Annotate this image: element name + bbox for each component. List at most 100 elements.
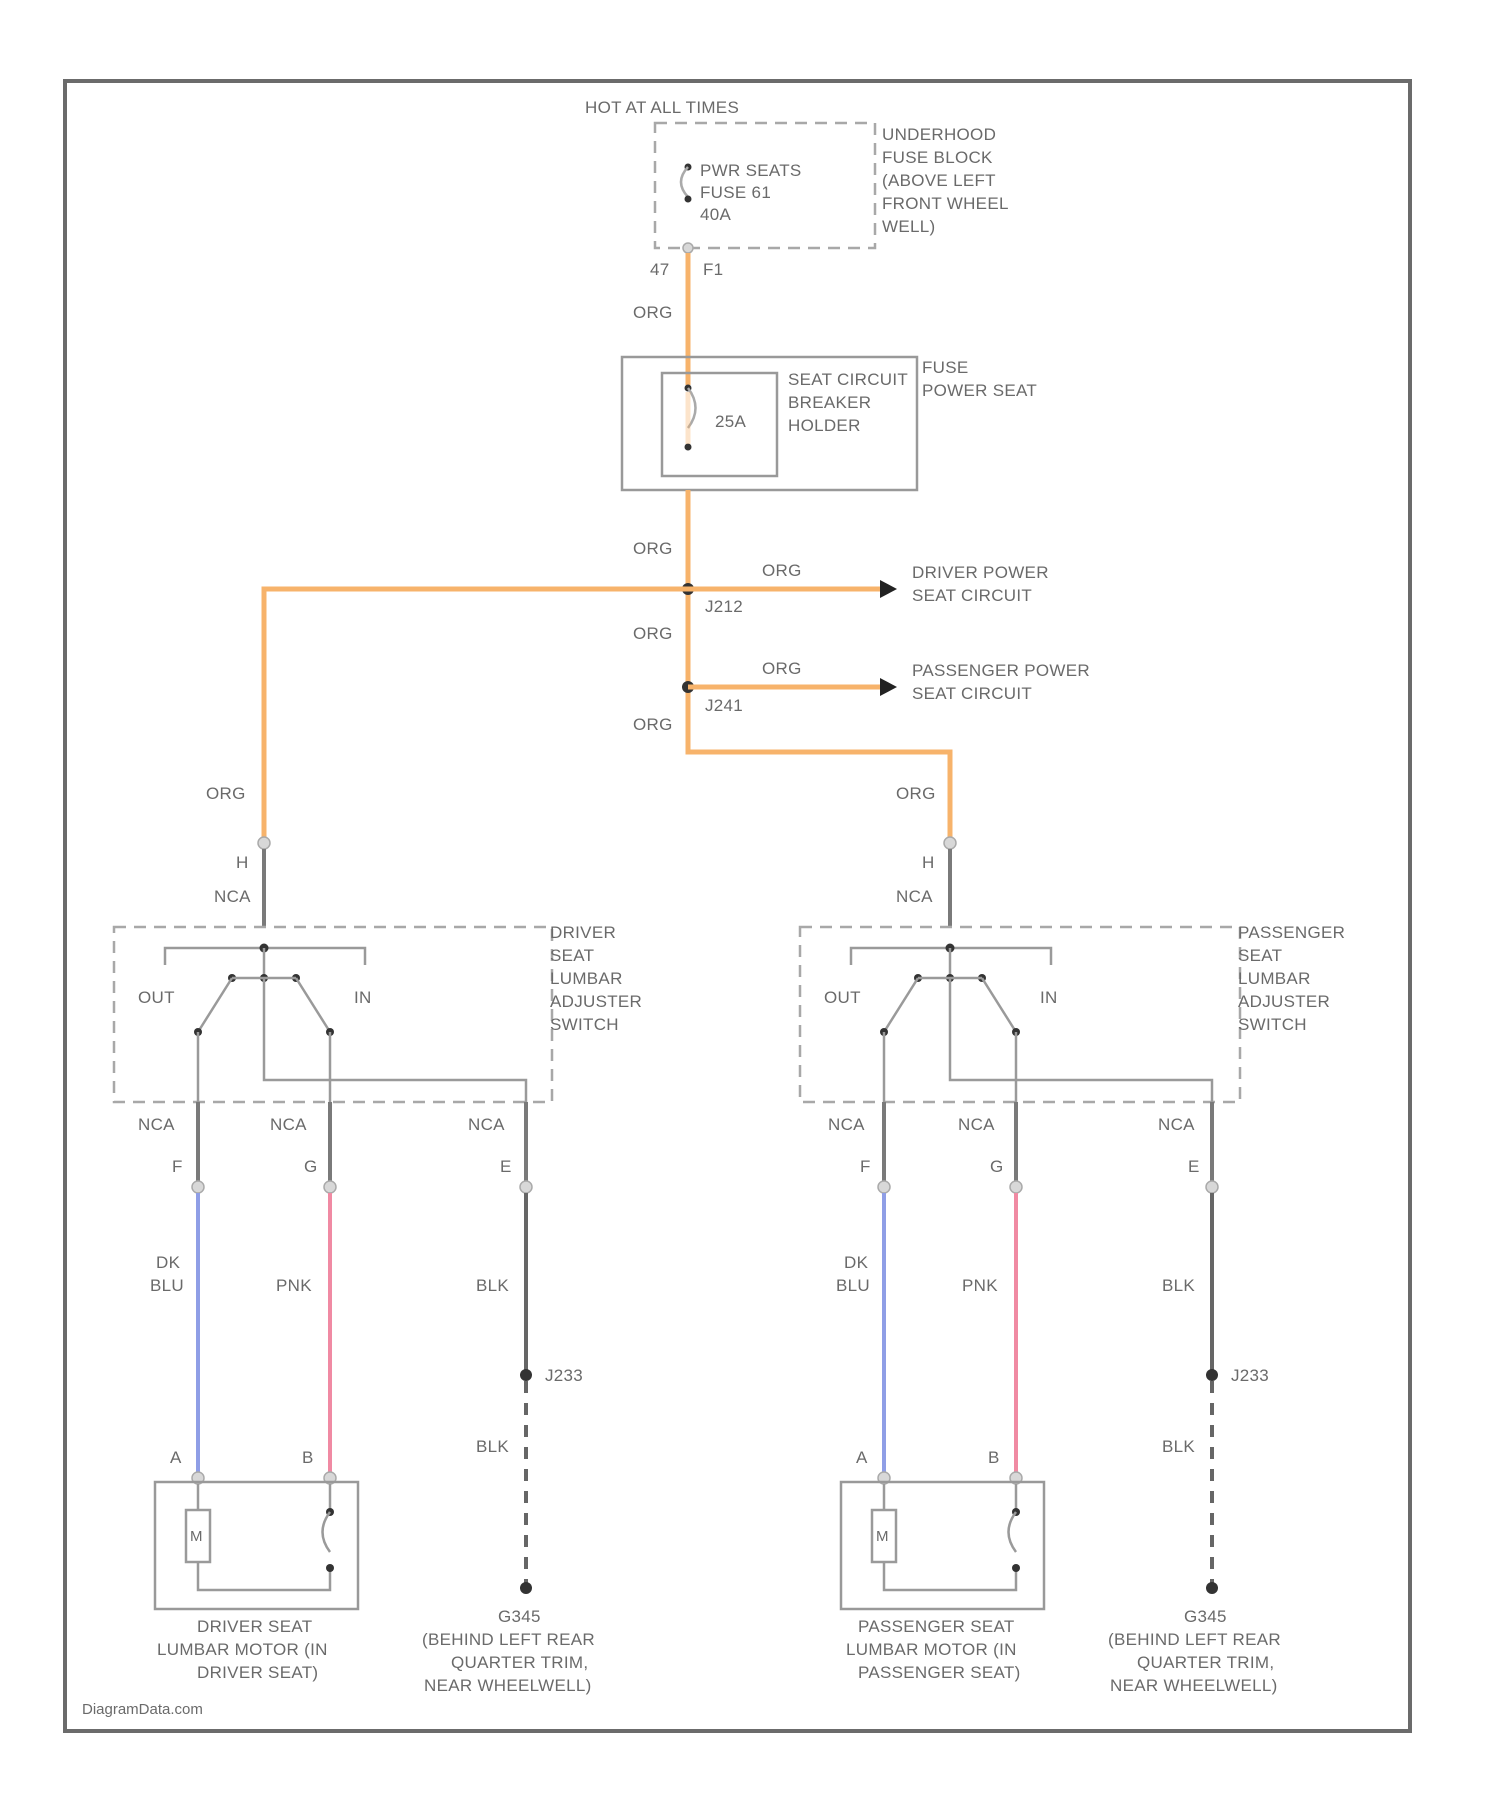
passenger-motor-label-2: LUMBAR MOTOR (IN (846, 1640, 1017, 1659)
driver-motor-m: M (190, 1528, 203, 1545)
passenger-pin-e: E (1188, 1157, 1200, 1176)
hot-at-all-times-label: HOT AT ALL TIMES (585, 98, 739, 117)
driver-ground-g345 (520, 1582, 532, 1594)
wire-color-org-5: ORG (762, 561, 802, 580)
driver-ground-label-1: G345 (498, 1607, 541, 1626)
passenger-switch-label-4: ADJUSTER (1238, 992, 1330, 1011)
driver-switch-label-2: SEAT (550, 946, 594, 965)
fuse-61 (681, 164, 692, 203)
passenger-wire-nca-g: NCA (958, 1115, 995, 1134)
passenger-circuit-label-1: PASSENGER POWER (912, 661, 1090, 680)
driver-motor-label-1: DRIVER SEAT (197, 1617, 312, 1636)
driver-wire-nca-1: NCA (214, 887, 251, 906)
passenger-wire-dk: DK (844, 1253, 869, 1272)
fuse-block-label-3: (ABOVE LEFT (882, 171, 996, 190)
splice-j212-label: J212 (705, 597, 743, 616)
fuse-name-line2: FUSE 61 (700, 183, 771, 202)
passenger-ground-label-3: QUARTER TRIM, (1137, 1653, 1274, 1672)
driver-wire-pnk: PNK (276, 1276, 312, 1295)
breaker-rating: 25A (715, 412, 747, 431)
passenger-pin-g: G (990, 1157, 1004, 1176)
passenger-switch-out: OUT (824, 988, 861, 1007)
fuse-block-label-5: WELL) (882, 217, 935, 236)
driver-switch-label-4: ADJUSTER (550, 992, 642, 1011)
breaker-side-label-1: FUSE (922, 358, 969, 377)
driver-switch-contacts (165, 944, 526, 1103)
driver-motor-label-3: DRIVER SEAT) (197, 1663, 318, 1682)
passenger-side: H NCA PASSENGER SEAT LUMBAR ADJUSTER SWI… (800, 837, 1345, 1695)
breaker-label-1: SEAT CIRCUIT (788, 370, 908, 389)
driver-splice-j233 (520, 1369, 532, 1381)
driver-motor-label-2: LUMBAR MOTOR (IN (157, 1640, 328, 1659)
driver-pin-g: G (304, 1157, 318, 1176)
driver-pin-e: E (500, 1157, 512, 1176)
passenger-splice-j233-label: J233 (1231, 1366, 1269, 1385)
breaker-side-label-2: POWER SEAT (922, 381, 1037, 400)
driver-wire-nca-f: NCA (138, 1115, 175, 1134)
passenger-wire-nca-1: NCA (896, 887, 933, 906)
driver-motor-symbol (186, 1484, 334, 1590)
wire-color-org-8: ORG (896, 784, 936, 803)
driver-pin-h: H (236, 853, 249, 872)
passenger-motor-label-3: PASSENGER SEAT) (858, 1663, 1021, 1682)
breaker-label-2: BREAKER (788, 393, 871, 412)
wire-color-org-1: ORG (633, 303, 673, 322)
driver-ground-label-2: (BEHIND LEFT REAR (422, 1630, 595, 1649)
driver-pin-b: B (302, 1448, 314, 1467)
driver-pin-f: F (172, 1157, 183, 1176)
driver-side: H NCA DRIVER SEAT LUMBAR ADJUSTER SWITCH… (114, 837, 642, 1695)
passenger-switch-label-1: PASSENGER (1238, 923, 1345, 942)
fuse-pin-f1: F1 (703, 260, 723, 279)
driver-connector-f (192, 1181, 204, 1193)
driver-switch-label-5: SWITCH (550, 1015, 619, 1034)
passenger-switch-contacts (851, 944, 1212, 1103)
passenger-pin-h: H (922, 853, 935, 872)
splice-j241-label: J241 (705, 696, 743, 715)
passenger-wire-pnk: PNK (962, 1276, 998, 1295)
passenger-ground-label-1: G345 (1184, 1607, 1227, 1626)
passenger-wire-blk-2: BLK (1162, 1437, 1195, 1456)
fuse-block-connector (683, 243, 693, 253)
arrow-driver-circuit (880, 580, 897, 598)
passenger-wire-blu: BLU (836, 1276, 870, 1295)
passenger-ground-g345 (1206, 1582, 1218, 1594)
passenger-wire-nca-f: NCA (828, 1115, 865, 1134)
driver-wire-blu: BLU (150, 1276, 184, 1295)
passenger-connector-e (1206, 1181, 1218, 1193)
driver-wire-blk-1: BLK (476, 1276, 509, 1295)
wire-color-org-4: ORG (633, 715, 673, 734)
passenger-switch-label-2: SEAT (1238, 946, 1282, 965)
fuse-block-label-1: UNDERHOOD (882, 125, 996, 144)
passenger-switch-connector-h (944, 837, 956, 849)
org-wire-to-driver-switch (264, 589, 688, 838)
driver-circuit-label-1: DRIVER POWER (912, 563, 1049, 582)
driver-connector-e (520, 1181, 532, 1193)
wire-color-org-2: ORG (633, 539, 673, 558)
driver-switch-label-1: DRIVER (550, 923, 616, 942)
passenger-circuit-label-2: SEAT CIRCUIT (912, 684, 1032, 703)
passenger-connector-f (878, 1181, 890, 1193)
driver-wire-blk-2: BLK (476, 1437, 509, 1456)
fuse-block-label-2: FUSE BLOCK (882, 148, 993, 167)
passenger-connector-g (1010, 1181, 1022, 1193)
driver-connector-g (324, 1181, 336, 1193)
driver-wire-nca-e: NCA (468, 1115, 505, 1134)
driver-switch-label-3: LUMBAR (550, 969, 623, 988)
fuse-pin-47: 47 (650, 260, 670, 279)
passenger-lumbar-switch-box (800, 927, 1240, 1102)
driver-switch-out: OUT (138, 988, 175, 1007)
passenger-motor-m: M (876, 1528, 889, 1545)
passenger-wire-nca-e: NCA (1158, 1115, 1195, 1134)
driver-circuit-label-2: SEAT CIRCUIT (912, 586, 1032, 605)
watermark: DiagramData.com (82, 1701, 203, 1718)
passenger-splice-j233 (1206, 1369, 1218, 1381)
fuse-name-line1: PWR SEATS (700, 161, 802, 180)
driver-ground-label-3: QUARTER TRIM, (451, 1653, 588, 1672)
breaker-label-3: HOLDER (788, 416, 861, 435)
passenger-wire-blk-1: BLK (1162, 1276, 1195, 1295)
passenger-pin-f: F (860, 1157, 871, 1176)
wire-color-org-7: ORG (762, 659, 802, 678)
driver-pin-a: A (170, 1448, 182, 1467)
driver-switch-connector-h (258, 837, 270, 849)
passenger-motor-symbol (872, 1484, 1020, 1590)
